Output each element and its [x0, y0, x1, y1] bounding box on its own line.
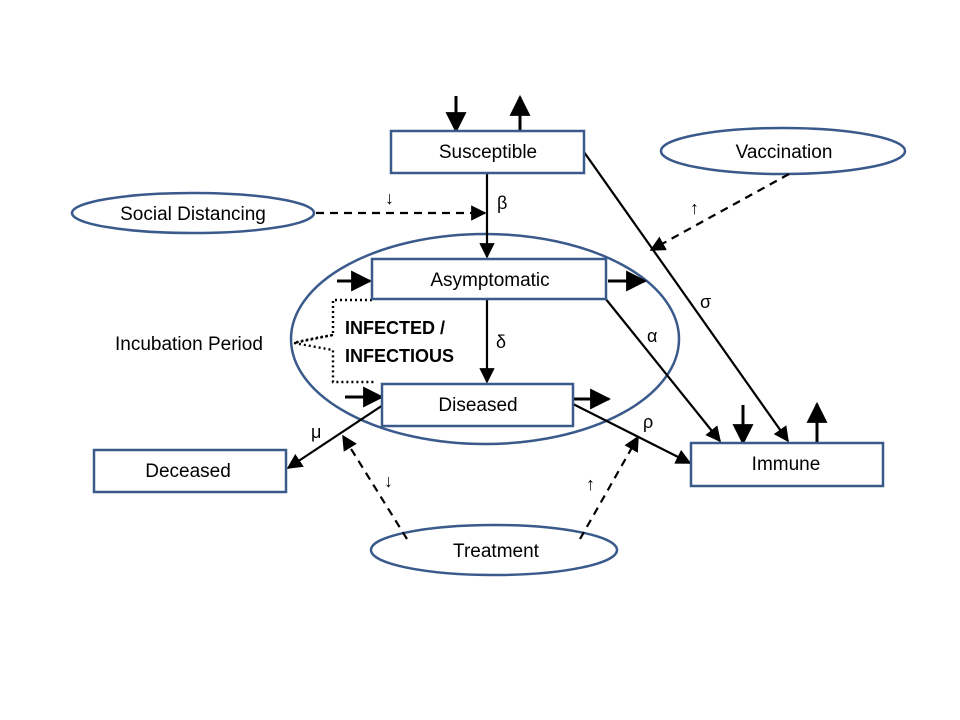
immune-box [689, 441, 885, 488]
rho-label: ρ [643, 412, 653, 432]
vaccination-node: Vaccination [659, 126, 907, 176]
delta-label: δ [496, 332, 506, 352]
social-distancing-node: Social Distancing [70, 191, 316, 235]
alpha-label: α [647, 326, 657, 346]
treatment-ellipse [369, 523, 619, 577]
deceased-node: Deceased [92, 448, 288, 494]
mu-arrow [286, 404, 384, 469]
vaccination-label: Vaccination [736, 142, 833, 163]
alpha-arrow [604, 297, 721, 443]
sigma-arrow [583, 151, 789, 443]
susceptible-box [389, 129, 586, 175]
diseased-label: Diseased [438, 395, 517, 416]
deceased-box [92, 448, 288, 494]
diseased-box [380, 382, 575, 428]
infected-infectious-label-line2: INFECTIOUS [345, 346, 454, 366]
rho-arrow [572, 403, 692, 464]
immune-label: Immune [752, 454, 821, 475]
deceased-label: Deceased [145, 461, 231, 482]
infected-group-ellipse [289, 232, 681, 446]
social-distancing-decrease-icon: ↓ [385, 188, 394, 208]
treatment-mu-effect-arrow [342, 434, 408, 540]
vaccination-increase-icon: ↑ [690, 198, 699, 218]
treatment-rho-effect-arrow [579, 435, 639, 540]
sigma-label: σ [700, 292, 711, 312]
susceptible-node: Susceptible [389, 129, 586, 175]
asymptomatic-label: Asymptomatic [430, 270, 549, 291]
diseased-node: Diseased [380, 382, 575, 428]
asymptomatic-box [370, 257, 608, 301]
mu-label: μ [311, 422, 321, 442]
social-distancing-ellipse [70, 191, 316, 235]
immune-node: Immune [689, 441, 885, 488]
incubation-period-label: Incubation Period [115, 334, 263, 355]
asymptomatic-node: Asymptomatic [370, 257, 608, 301]
vaccination-ellipse [659, 126, 907, 176]
susceptible-label: Susceptible [439, 142, 537, 163]
infected-infectious-label-line1: INFECTED / [345, 318, 445, 338]
beta-label: β [497, 193, 507, 213]
vaccination-effect-arrow [649, 173, 790, 251]
social-distancing-label: Social Distancing [120, 204, 266, 225]
treatment-label: Treatment [453, 541, 540, 562]
treatment-node: Treatment [369, 523, 619, 577]
incubation-bracket [293, 298, 376, 384]
treatment-increase-icon: ↑ [586, 474, 595, 494]
treatment-decrease-icon: ↓ [384, 471, 393, 491]
